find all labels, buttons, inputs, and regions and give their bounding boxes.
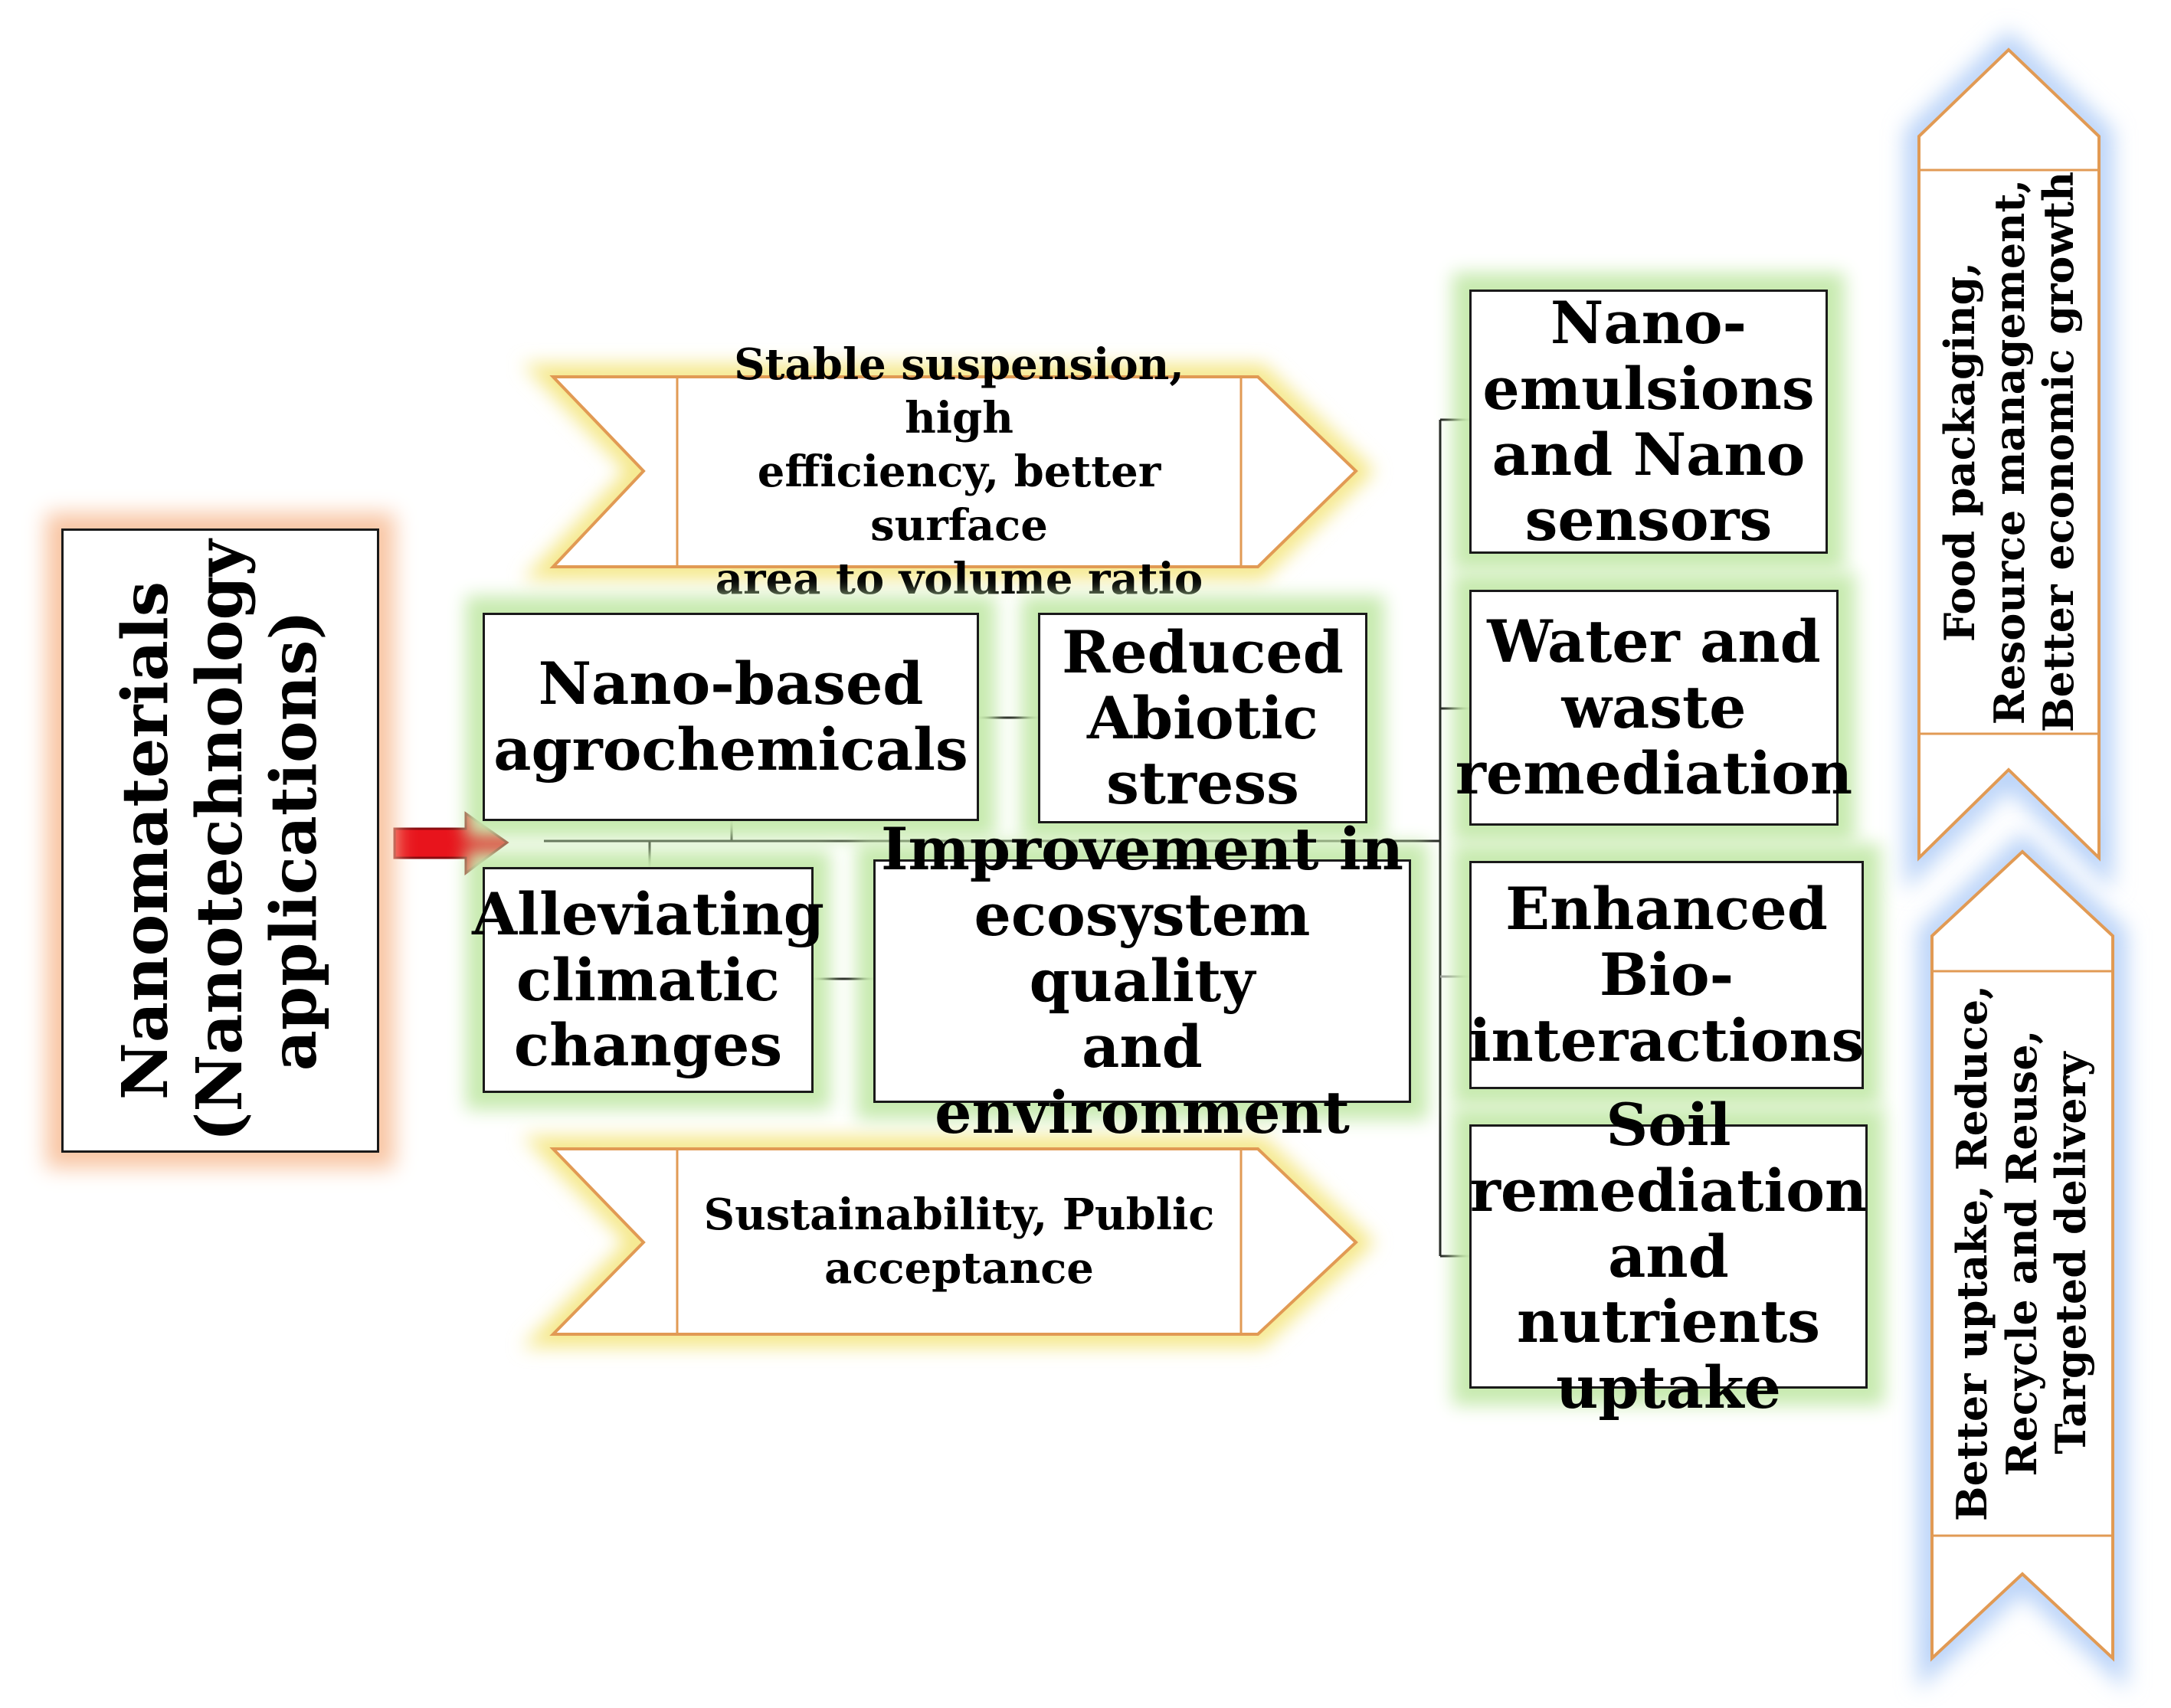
down-arrow-shape (1918, 833, 2127, 1690)
soil-remediation-box: Soil remediation and nutrients uptake (1469, 1090, 1868, 1422)
up-arrow-text: Food packaging, Resource management, Bet… (1934, 171, 2084, 733)
main-box: Nanomaterials (Nanotechnology applicatio… (61, 528, 379, 1153)
top-banner-shape (522, 364, 1375, 580)
agrochemicals-box: Nano-based agrochemicals (483, 613, 979, 821)
ecosystem-box: Improvement in ecosystem quality and env… (873, 816, 1411, 1145)
connector-lines (544, 418, 1469, 1258)
nano-emulsions-box: Nano- emulsions and Nano sensors (1469, 290, 1828, 554)
red-arrow (393, 811, 509, 875)
main-title: Nanomaterials (Nanotechnology applicatio… (109, 539, 331, 1142)
bottom-banner-shape (522, 1136, 1375, 1347)
up-arrow-shape (1905, 31, 2113, 891)
bio-interactions-box: Enhanced Bio- interactions (1469, 861, 1864, 1089)
down-arrow-text: Better uptake, Reduce, Recycle and Reuse… (1947, 984, 2096, 1522)
bottom-banner-text: Sustainability, Public acceptance (703, 1189, 1215, 1294)
top-banner-text: Stable suspension, high efficiency, bett… (715, 339, 1203, 604)
climatic-changes-box: Alleviating climatic changes (472, 867, 824, 1093)
water-remediation-box: Water and waste remediation (1456, 590, 1852, 826)
abiotic-stress-box: Reduced Abiotic stress (1038, 613, 1367, 823)
